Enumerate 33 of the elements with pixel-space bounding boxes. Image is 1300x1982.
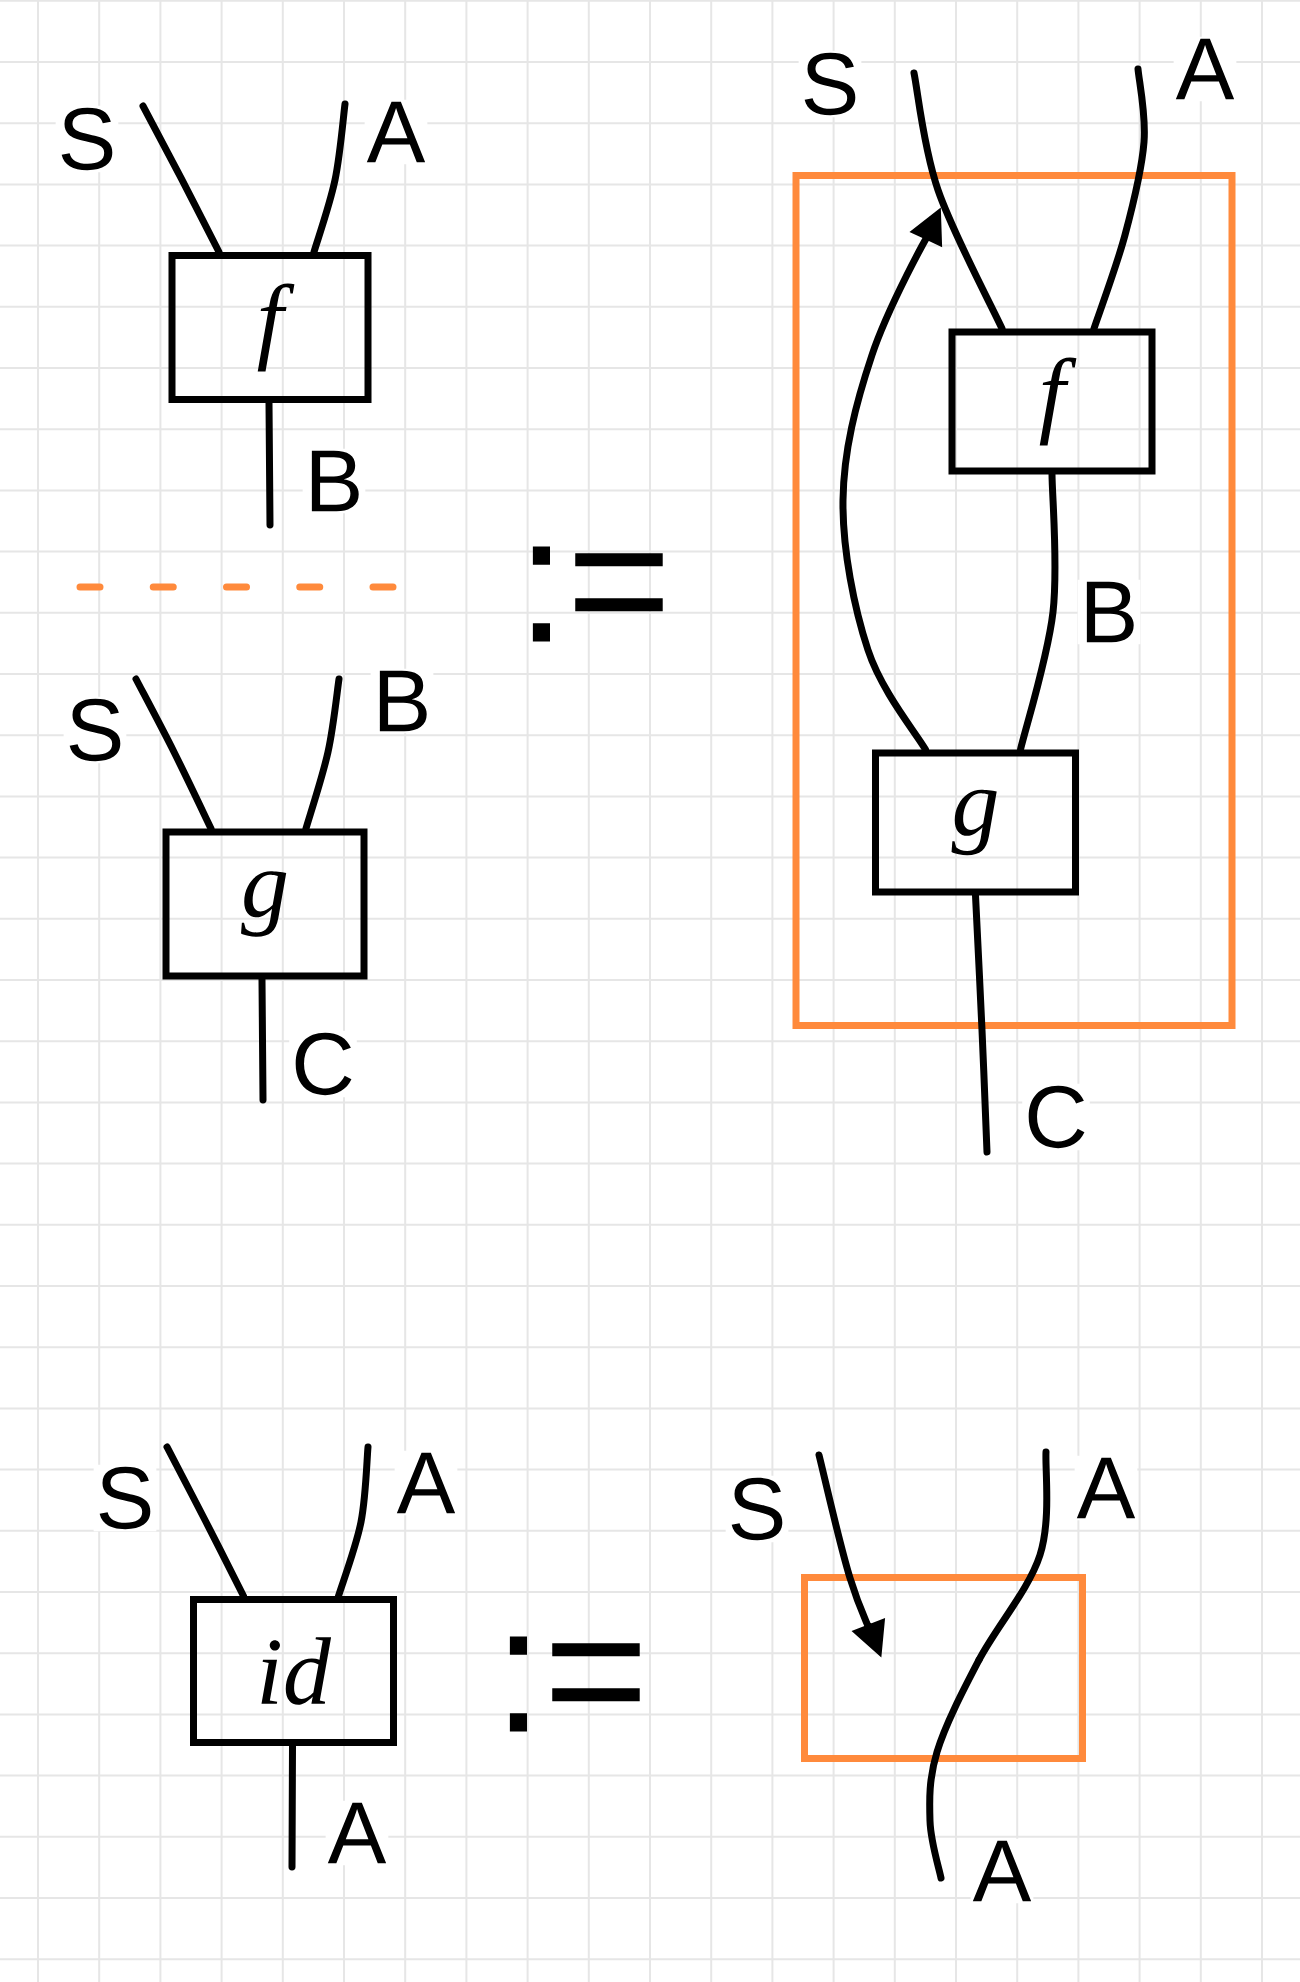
wire [926,1656,983,1882]
wire [132,675,215,832]
wire-label: A [970,1838,1034,1904]
wire-label: A [325,1800,389,1866]
process-box: id [190,1596,397,1746]
wire-label: C [289,1030,357,1098]
wire-label: S [55,105,119,173]
definition-sign: := [532,546,663,642]
wire [302,675,343,832]
wire [972,892,991,1156]
wire [1090,65,1148,332]
wire-label: A [394,1450,458,1516]
wire-label: A [1074,1455,1138,1521]
wire [258,976,267,1104]
wire [1017,471,1059,753]
wire [910,69,1006,332]
process-box: g [872,749,1079,896]
definition-sign: := [509,1636,640,1732]
wire-label: C [1022,1083,1090,1151]
process-box: g [162,828,368,980]
frame-outline [801,1574,1086,1762]
process-box: f [948,328,1156,475]
wire-label: B [302,448,366,514]
wire-label: A [364,99,428,165]
wire-label: A [1173,36,1237,102]
wire-label: S [725,1475,789,1543]
wire-label: S [63,696,127,764]
wire-label: S [798,50,862,118]
process-box: f [168,252,372,403]
wire-label: B [1077,579,1141,645]
frame-outline [792,172,1236,1029]
wire-label: S [93,1464,157,1532]
wire-label: B [370,668,434,734]
